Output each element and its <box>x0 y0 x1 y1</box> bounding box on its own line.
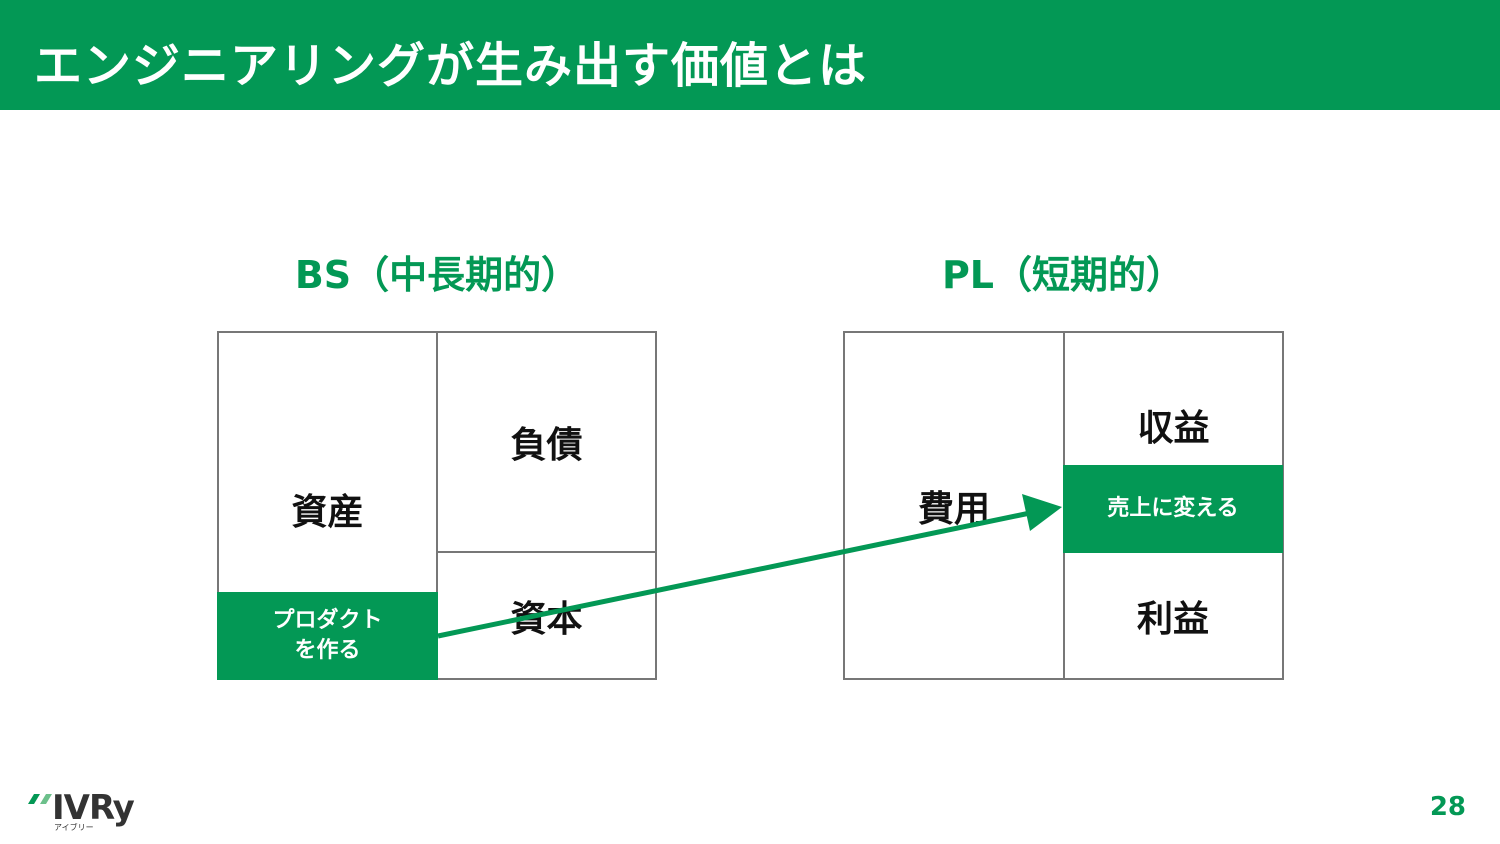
pl-sales-highlight: 売上に変える <box>1063 465 1283 553</box>
page-number: 28 <box>1429 792 1466 822</box>
pl-expenses-box: 費用 <box>843 331 1065 680</box>
bs-title: BS（中長期的） <box>294 253 580 297</box>
bs-equity-box: 資本 <box>436 551 657 680</box>
bs-highlight-line2: を作る <box>294 638 361 663</box>
logo-text: IVRy <box>52 788 135 828</box>
bs-highlight-line1: プロダクト <box>272 608 383 633</box>
ivry-logo: IVRy アイブリー <box>24 788 164 834</box>
pl-revenue-label: 収益 <box>1137 408 1210 449</box>
page-title: エンジニアリングが生み出す価値とは <box>34 38 868 94</box>
header-bar: エンジニアリングが生み出す価値とは <box>0 0 1500 110</box>
bs-liabilities-box: 負債 <box>436 331 657 553</box>
logo-subtext: アイブリー <box>54 823 94 832</box>
bs-assets-label: 資産 <box>291 492 364 533</box>
pl-highlight-label: 売上に変える <box>1107 496 1239 521</box>
bs-liabilities-label: 負債 <box>510 425 583 466</box>
pl-profit-area: 利益 <box>1063 553 1283 678</box>
pl-profit-label: 利益 <box>1136 598 1209 640</box>
pl-expenses-label: 費用 <box>917 488 990 530</box>
logo-mark-icon <box>28 794 52 804</box>
pl-title: PL（短期的） <box>941 253 1185 297</box>
bs-product-highlight: プロダクト を作る <box>217 592 438 680</box>
bs-equity-label: 資本 <box>510 598 583 640</box>
